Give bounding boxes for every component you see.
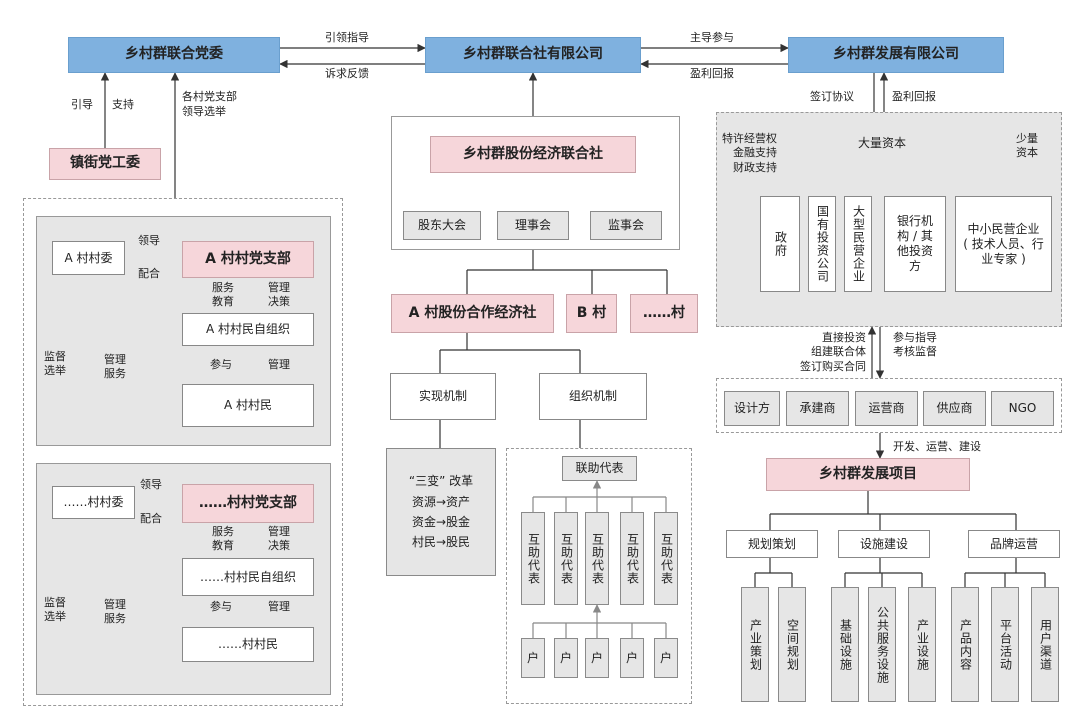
- tree-plan: [754, 558, 793, 587]
- label-b-participate: 参与: [210, 600, 232, 613]
- shareholders-meeting: 股东大会: [403, 211, 481, 240]
- category-facility-construction: 设施建设: [838, 530, 930, 558]
- label-a-manage-serve: 管理 服务: [104, 353, 126, 381]
- leaf-platform-activities: 平台活动: [991, 587, 1019, 702]
- rural-group-development-project: 乡村群发展项目: [766, 458, 970, 491]
- label-guide-direct: 引领指导: [325, 31, 369, 44]
- rural-group-joint-economic-union: 乡村群股份经济联合社: [430, 136, 636, 173]
- leaf-industrial-facilities: 产业设施: [908, 587, 936, 702]
- household-3: 户: [585, 638, 609, 678]
- partner-supplier: 供应商: [923, 391, 986, 426]
- leaf-industry-planning: 产业策划: [741, 587, 769, 702]
- label-guide: 引导: [71, 98, 93, 111]
- mutual-aid-representative-3: 互助代表: [585, 512, 609, 605]
- partner-designer: 设计方: [724, 391, 780, 426]
- investor-banks-others: 银行机 构 / 其 他投资 方: [884, 196, 946, 292]
- tree-facility: [844, 558, 923, 587]
- household-4: 户: [620, 638, 644, 678]
- leaf-spatial-planning: 空间规划: [778, 587, 806, 702]
- label-direct-investment: 直接投资 组建联合体 签订购买合同: [800, 331, 866, 373]
- label-village-branches: 各村党支部: [182, 90, 237, 103]
- tree-coops: [466, 269, 668, 294]
- label-a-lead: 领导: [138, 234, 160, 247]
- label-sign-agreement: 签订协议: [810, 90, 854, 103]
- tree-brand: [964, 558, 1046, 587]
- mutual-aid-representative-5: 互助代表: [654, 512, 678, 605]
- label-b-cooperate: 配合: [140, 512, 162, 525]
- village-a-party-branch: A 村村党支部: [182, 241, 314, 278]
- leaf-infrastructure: 基础设施: [831, 587, 859, 702]
- partner-operator: 运营商: [855, 391, 918, 426]
- label-big-capital: 大量资本: [858, 136, 907, 150]
- label-b-lead: 领导: [140, 478, 162, 491]
- household-1: 户: [521, 638, 545, 678]
- partners-frame: [716, 378, 1062, 433]
- village-more-villagers: ……村村民: [182, 627, 314, 662]
- label-profit-return: 盈利回报: [690, 67, 734, 80]
- label-lead-participate: 主导参与: [690, 31, 734, 44]
- mutual-aid-representative-4: 互助代表: [620, 512, 644, 605]
- village-b-cooperative: B 村: [566, 294, 617, 333]
- board-of-directors: 理事会: [497, 211, 569, 240]
- tree-mechanisms: [439, 333, 581, 373]
- rural-group-development-company: 乡村群发展有限公司: [788, 37, 1004, 73]
- joint-assistance-representative: 联助代表: [562, 456, 637, 481]
- rural-group-party-committee: 乡村群联合党委: [68, 37, 280, 73]
- realization-mechanism: 实现机制: [390, 373, 496, 420]
- category-brand-operation: 品牌运营: [968, 530, 1060, 558]
- label-develop-operate-build: 开发、运营、建设: [893, 440, 981, 453]
- rural-group-union-company: 乡村群联合社有限公司: [425, 37, 641, 73]
- leaf-public-service-facilities: 公共服务设施: [868, 587, 896, 702]
- partner-contractor: 承建商: [786, 391, 849, 426]
- label-b-manage: 管理: [268, 600, 290, 613]
- label-a-supervise-elect: 监督 选举: [44, 350, 66, 378]
- label-lead-elect: 领导选举: [182, 105, 226, 118]
- tree-project: [769, 491, 1017, 530]
- label-guidance-supervision: 参与指导 考核监督: [893, 331, 937, 359]
- investor-large-private-enterprise: 大型民营企业: [844, 196, 872, 292]
- village-more-party-branch: ……村村党支部: [182, 484, 314, 523]
- label-b-supervise-elect: 监督 选举: [44, 596, 66, 624]
- category-planning: 规划策划: [726, 530, 818, 558]
- mutual-aid-representative-1: 互助代表: [521, 512, 545, 605]
- organization-mechanism-frame: [506, 448, 692, 704]
- partner-ngo: NGO: [991, 391, 1054, 426]
- household-5: 户: [654, 638, 678, 678]
- investor-government: 政府: [760, 196, 800, 292]
- label-b-manage-serve: 管理 服务: [104, 598, 126, 626]
- village-more-cooperative: ……村: [630, 294, 698, 333]
- label-a-manage-decide: 管理 决策: [268, 281, 290, 309]
- investor-state-owned-company: 国有投资公司: [808, 196, 836, 292]
- leaf-user-channels: 用户渠道: [1031, 587, 1059, 702]
- label-franchise-finance: 特许经营权 金融支持 财政支持: [722, 132, 777, 174]
- label-a-cooperate: 配合: [138, 267, 160, 280]
- tree-org-households: [532, 622, 667, 638]
- leaf-product-content: 产品内容: [951, 587, 979, 702]
- village-a-villagers: A 村村民: [182, 384, 314, 427]
- board-of-supervisors: 监事会: [590, 211, 662, 240]
- villages-outer-frame: [23, 198, 343, 706]
- organization-mechanism: 组织机制: [539, 373, 647, 420]
- household-2: 户: [554, 638, 578, 678]
- label-a-manage: 管理: [268, 358, 290, 371]
- label-a-serve-educate: 服务 教育: [212, 281, 234, 309]
- village-more-committee: ……村村委: [52, 486, 135, 519]
- village-a-committee: A 村村委: [52, 241, 125, 275]
- investor-small-private-enterprises: 中小民营企业 ( 技术人员、行 业专家 ): [955, 196, 1052, 292]
- label-b-manage-decide: 管理 决策: [268, 525, 290, 553]
- label-a-participate: 参与: [210, 358, 232, 371]
- mutual-aid-representative-2: 互助代表: [554, 512, 578, 605]
- label-profit-return-2: 盈利回报: [892, 90, 936, 103]
- label-small-capital: 少量 资本: [1016, 132, 1038, 160]
- label-appeal-feedback: 诉求反馈: [325, 67, 369, 80]
- label-b-serve-educate: 服务 教育: [212, 525, 234, 553]
- three-changes-reform: “三变” 改革 资源→资产 资金→股金 村民→股民: [386, 448, 496, 576]
- village-a-self-organization: A 村村民自组织: [182, 313, 314, 346]
- label-support: 支持: [112, 98, 134, 111]
- village-a-shareholding-cooperative: A 村股份合作经济社: [391, 294, 554, 333]
- tree-org-reps: [532, 495, 667, 512]
- town-party-committee: 镇街党工委: [49, 148, 161, 180]
- village-more-self-organization: ……村村民自组织: [182, 558, 314, 596]
